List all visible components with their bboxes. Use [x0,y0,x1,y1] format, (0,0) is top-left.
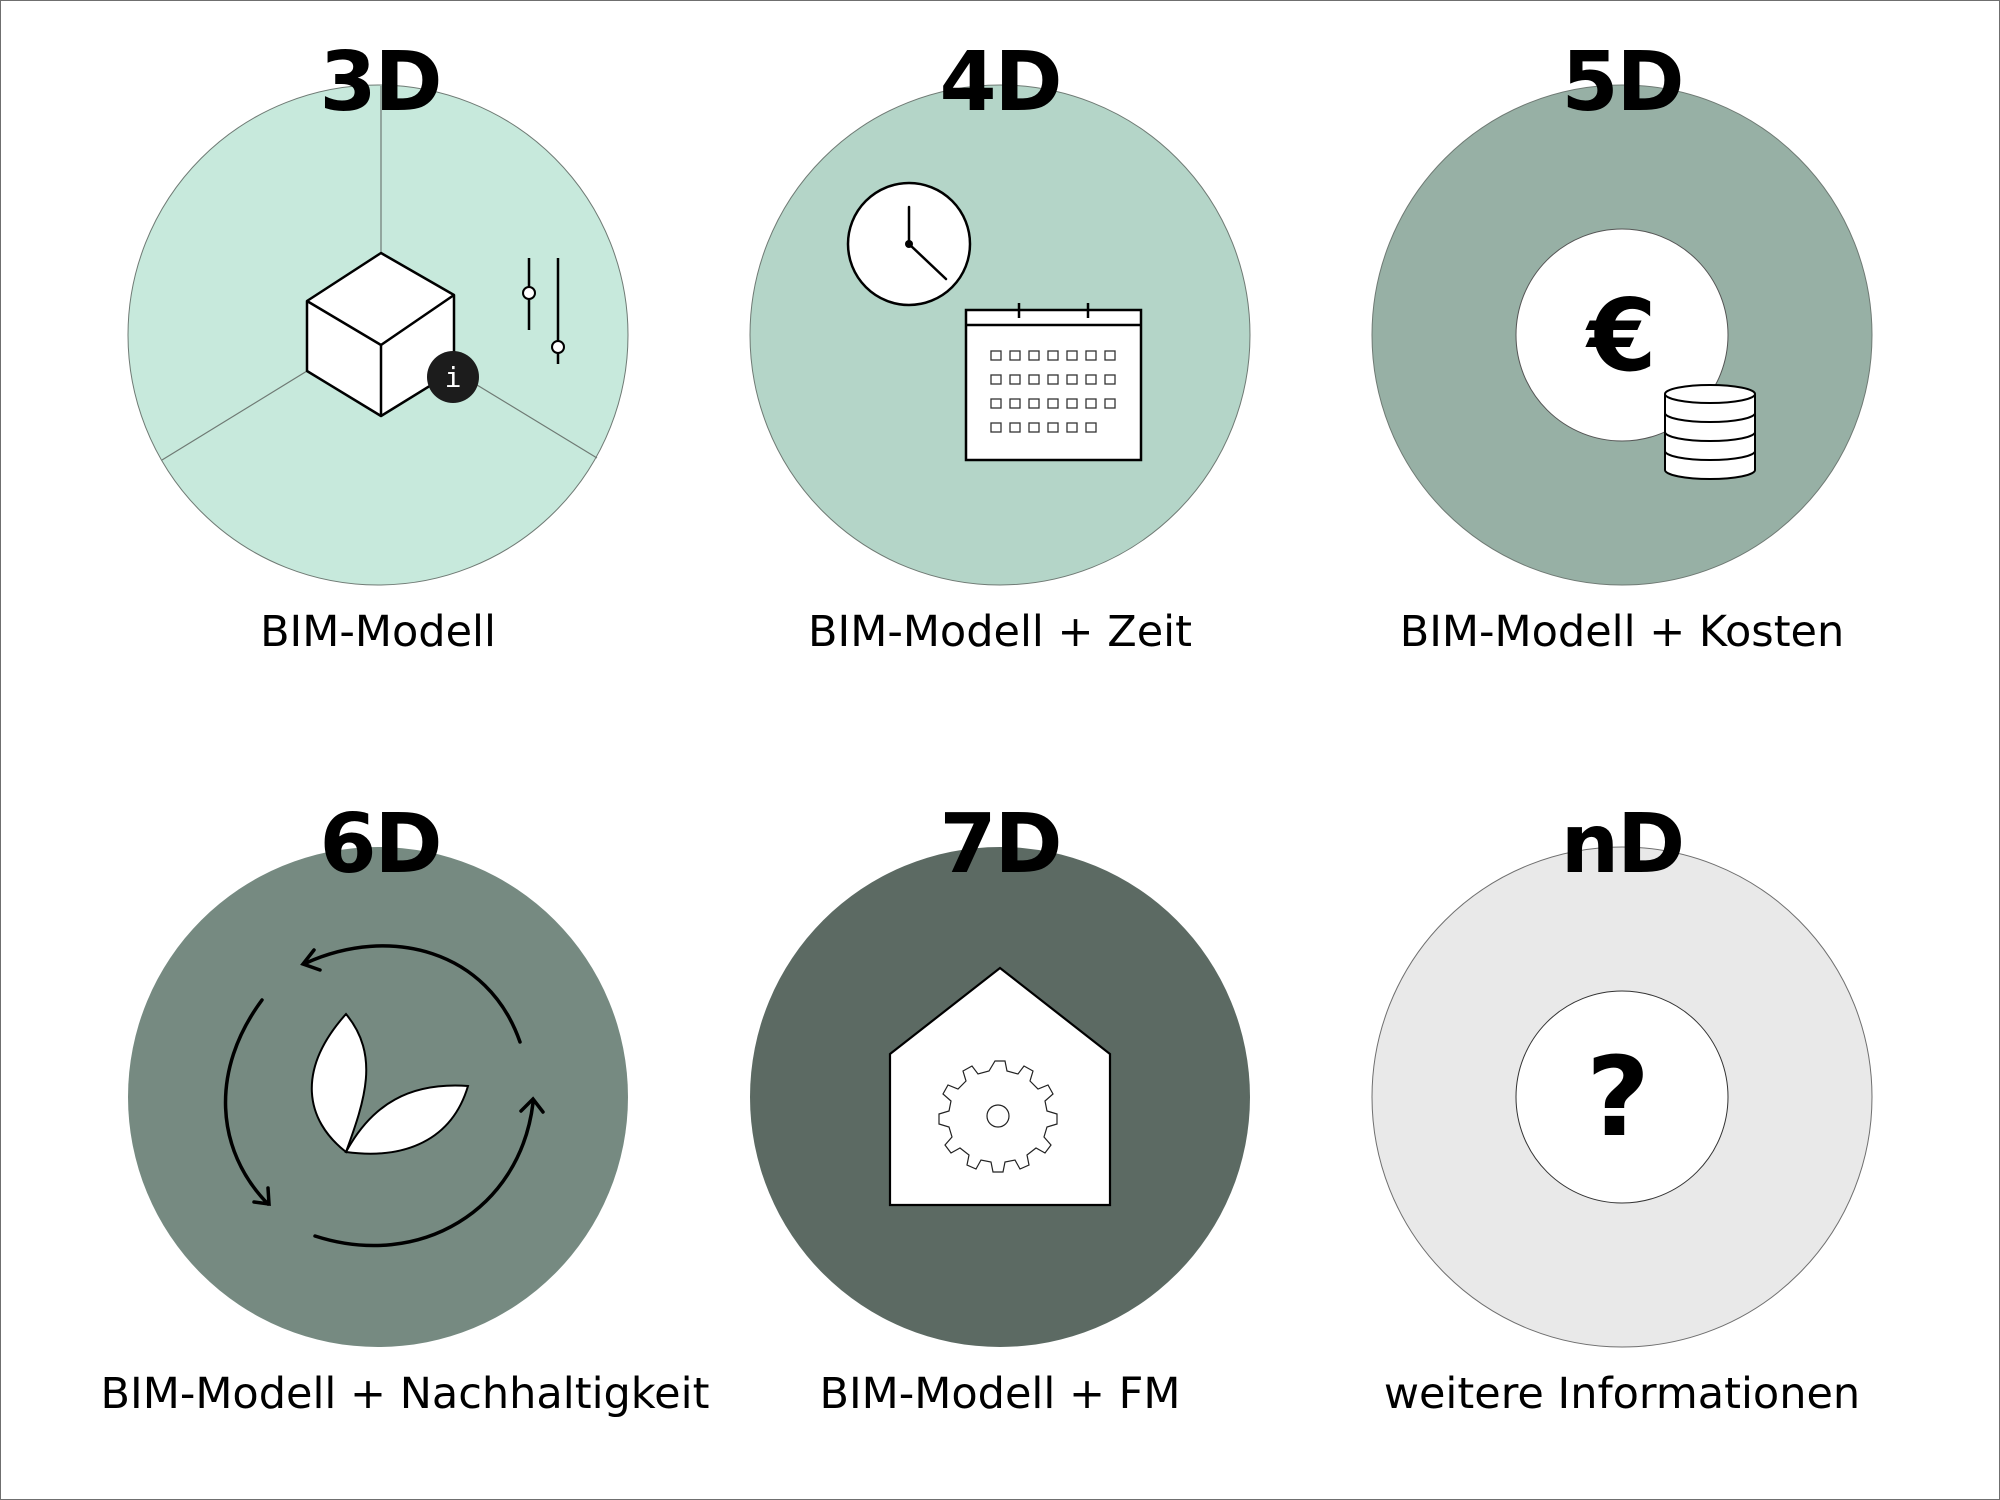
title-7d: 7D [939,797,1060,892]
sector-divider-lines [161,86,598,461]
leaves-icon [310,1012,470,1155]
question-mark-icon: ? [1586,1033,1650,1161]
cycle-arrows-icon [223,944,545,1248]
svg-text:i: i [445,361,462,394]
title-3d: 3D [319,35,440,130]
euro-icon: € [1585,277,1657,394]
dimension-7d: 7D BIM-Modell + FM [750,797,1250,1419]
calendar-day-grid [990,350,1116,433]
dimension-6d: 6D BIM-Modell + Nachhaltigkeit [101,797,710,1419]
cube-icon [305,251,456,418]
label-7d: BIM-Modell + FM [819,1369,1180,1419]
dimension-5d: € 5D BIM-Modell + Kosten [1371,35,1873,657]
dimension-nd: ? nD weitere Informationen [1371,797,1873,1419]
inner-circle-nd [1515,990,1729,1204]
title-6d: 6D [319,797,440,892]
coin-stack-icon [1664,384,1756,480]
info-icon: i [427,351,479,403]
circle-6d [128,847,628,1347]
dimension-3d: i 3D BIM-Modell [127,35,629,657]
label-nd: weitere Informationen [1384,1369,1860,1419]
label-6d: BIM-Modell + Nachhaltigkeit [101,1369,710,1419]
gear-icon [938,1060,1058,1173]
title-nd: nD [1561,797,1683,892]
calendar-icon [964,303,1143,462]
label-5d: BIM-Modell + Kosten [1400,607,1845,657]
dimension-4d: 4D BIM-Modell + Zeit [749,35,1251,657]
title-5d: 5D [1561,35,1682,130]
label-3d: BIM-Modell [260,607,496,657]
title-4d: 4D [939,35,1060,130]
sliders-icon [522,258,565,364]
label-4d: BIM-Modell + Zeit [808,607,1192,657]
clock-icon [846,181,972,307]
